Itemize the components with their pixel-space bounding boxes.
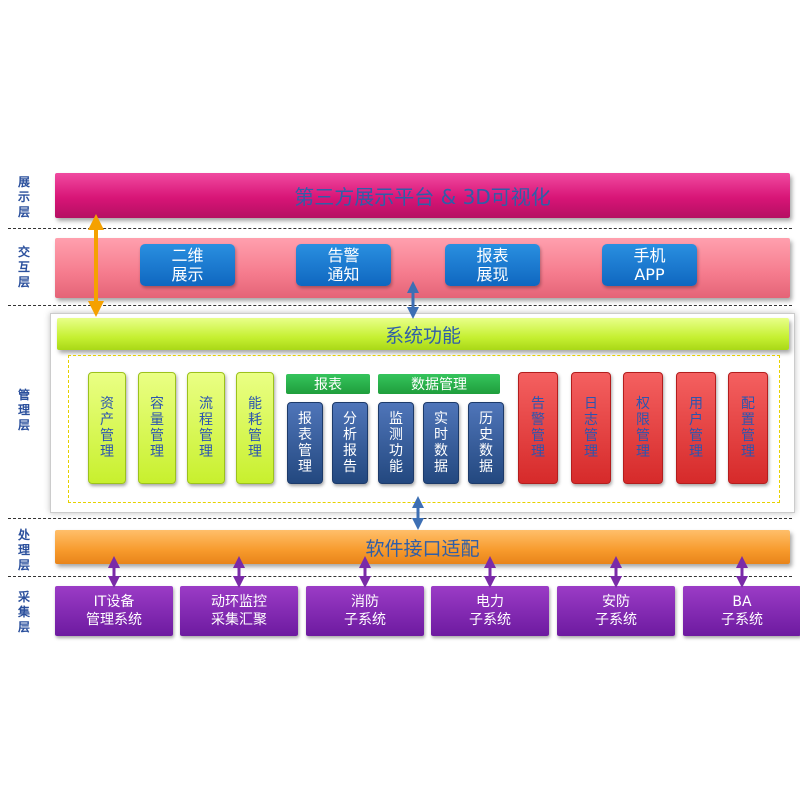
data-group-header: 数据管理: [378, 374, 500, 394]
interaction-mobile-app: 手机 APP: [602, 244, 697, 286]
display-band-label: 第三方展示平台 & 3D可视化: [294, 185, 551, 209]
collection-ba: BA 子系统: [683, 586, 800, 636]
log-management-module: 日志管理: [571, 372, 611, 484]
capacity-management-label: 容量管理: [150, 396, 164, 460]
analysis-report-label: 分析报告: [343, 411, 357, 475]
energy-management-label: 能耗管理: [248, 396, 262, 460]
layer-label-processing: 处理层: [17, 528, 30, 572]
permission-management-module: 权限管理: [623, 372, 663, 484]
report-management-label: 报表管理: [298, 411, 312, 475]
layer-divider: [8, 518, 792, 519]
report-management-module: 报表管理: [287, 402, 323, 484]
asset-management-label: 资产管理: [100, 396, 114, 460]
realtime-data-label: 实时数据: [434, 411, 448, 475]
alarm-management-label: 告警管理: [531, 396, 545, 460]
user-management-label: 用户管理: [689, 396, 703, 460]
capacity-management-module: 容量管理: [138, 372, 176, 484]
analysis-report-module: 分析报告: [332, 402, 368, 484]
asset-management-module: 资产管理: [88, 372, 126, 484]
interaction-report-view: 报表 展现: [445, 244, 540, 286]
monitoring-module: 监测功能: [378, 402, 414, 484]
layer-divider: [8, 305, 792, 306]
processing-band-label: 软件接口适配: [365, 537, 480, 560]
permission-management-label: 权限管理: [636, 396, 650, 460]
process-management-label: 流程管理: [199, 396, 213, 460]
collection-it-device: IT设备 管理系统: [55, 586, 173, 636]
layer-divider: [8, 228, 792, 229]
layer-label-collection: 采集层: [17, 590, 30, 634]
collection-env-monitoring: 动环监控 采集汇聚: [180, 586, 298, 636]
collection-fire: 消防 子系统: [306, 586, 424, 636]
data-group-title: 数据管理: [411, 377, 467, 393]
layer-label-display: 展示层: [17, 175, 30, 219]
history-data-module: 历史数据: [468, 402, 504, 484]
system-functions-label: 系统功能: [384, 324, 461, 347]
processing-band: 软件接口适配: [55, 530, 790, 564]
user-management-module: 用户管理: [676, 372, 716, 484]
process-management-module: 流程管理: [187, 372, 225, 484]
collection-security: 安防 子系统: [557, 586, 675, 636]
collection-power: 电力 子系统: [431, 586, 549, 636]
layer-label-interaction: 交互层: [17, 245, 30, 289]
config-management-label: 配置管理: [741, 396, 755, 460]
interaction-alarm-notify: 告警 通知: [296, 244, 391, 286]
energy-management-module: 能耗管理: [236, 372, 274, 484]
monitoring-label: 监测功能: [389, 411, 403, 475]
layer-label-management: 管理层: [17, 388, 30, 432]
report-group-header: 报表: [286, 374, 370, 394]
log-management-label: 日志管理: [584, 396, 598, 460]
display-band: 第三方展示平台 & 3D可视化: [55, 173, 790, 218]
history-data-label: 历史数据: [479, 411, 493, 475]
realtime-data-module: 实时数据: [423, 402, 459, 484]
config-management-module: 配置管理: [728, 372, 768, 484]
alarm-management-module: 告警管理: [518, 372, 558, 484]
system-functions-band: 系统功能: [57, 318, 789, 350]
layer-divider: [8, 576, 792, 577]
interaction-2d-display: 二维 展示: [140, 244, 235, 286]
report-group-title: 报表: [314, 377, 342, 393]
modules-container: [68, 355, 780, 503]
